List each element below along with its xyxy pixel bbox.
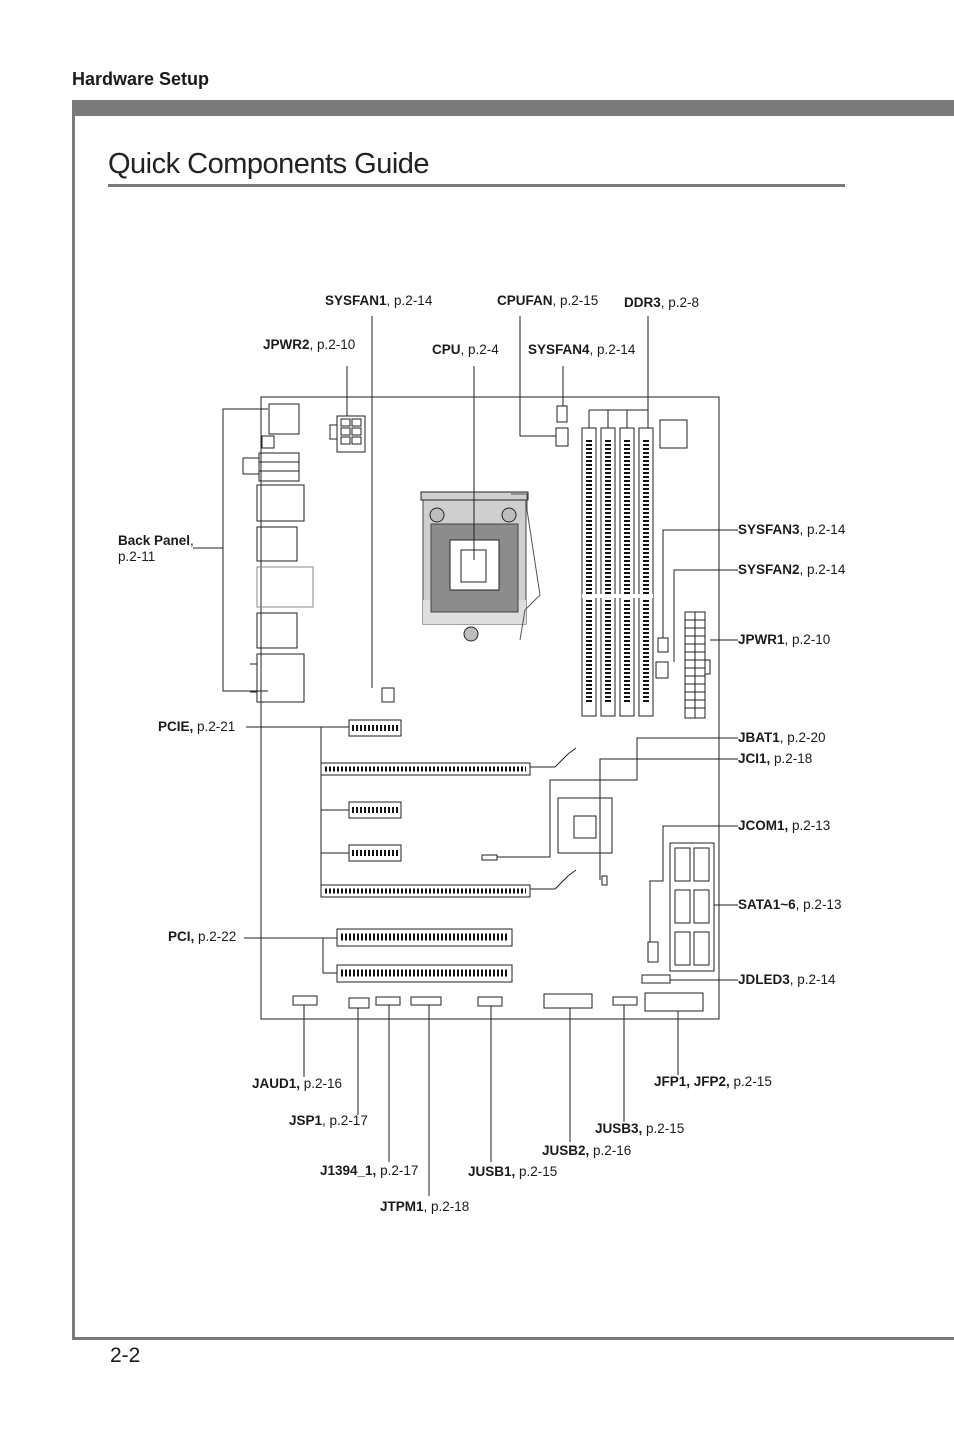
sata-ports xyxy=(669,842,715,972)
cpufan-connector xyxy=(555,427,569,447)
jusb2-header xyxy=(543,993,593,1009)
left-rule xyxy=(72,100,75,1340)
board-outline xyxy=(260,396,720,1020)
jtpm1-header xyxy=(410,996,442,1006)
label-pcie: PCIE, p.2-21 xyxy=(158,719,236,734)
sysfan1-connector xyxy=(381,687,395,703)
jci1-jumper xyxy=(601,875,608,886)
jaud1-header xyxy=(292,995,318,1006)
label-jcom1: JCOM1, p.2-13 xyxy=(738,818,831,833)
bottom-rule xyxy=(72,1337,954,1340)
label-jpwr1: JPWR1, p.2-10 xyxy=(738,632,831,647)
jpwr1-connector xyxy=(684,611,711,719)
j1394-header xyxy=(375,996,401,1006)
label-jfp: JFP1, JFP2, p.2-15 xyxy=(654,1074,772,1089)
label-jci1: JCI1, p.2-18 xyxy=(738,751,813,766)
label-jpwr2: JPWR2, p.2-10 xyxy=(263,337,356,352)
io-chip xyxy=(659,419,688,449)
label-jbat1: JBAT1, p.2-20 xyxy=(738,730,826,745)
label-back-panel: Back Panel,p.2-11 xyxy=(118,533,194,564)
label-jdled3: JDLED3, p.2-14 xyxy=(738,972,836,987)
label-cpufan: CPUFAN, p.2-15 xyxy=(497,293,599,308)
jsp1-connector xyxy=(348,997,370,1009)
jusb1-header xyxy=(477,996,503,1007)
label-sysfan4: SYSFAN4, p.2-14 xyxy=(528,342,636,357)
label-jtpm1: JTPM1, p.2-18 xyxy=(380,1199,470,1214)
back-panel-connectors xyxy=(242,403,314,703)
sysfan3-connector xyxy=(657,637,669,653)
jusb3-header xyxy=(612,996,638,1006)
page-number: 2-2 xyxy=(110,1344,141,1367)
chipset xyxy=(557,797,613,854)
label-jsp1: JSP1, p.2-17 xyxy=(289,1113,368,1128)
jbat1-jumper xyxy=(481,854,498,861)
jpwr2-connector xyxy=(329,415,366,453)
ddr3-slots xyxy=(581,427,654,717)
label-jusb2: JUSB2, p.2-16 xyxy=(542,1143,632,1158)
label-ddr3: DDR3, p.2-8 xyxy=(624,295,700,310)
label-sysfan3: SYSFAN3, p.2-14 xyxy=(738,522,846,537)
jdled3-header xyxy=(641,974,671,984)
cpu-socket xyxy=(420,491,541,642)
label-jaud1: JAUD1, p.2-16 xyxy=(252,1076,343,1091)
leader-lines xyxy=(193,316,738,1196)
label-sysfan2: SYSFAN2, p.2-14 xyxy=(738,562,846,577)
jcom1-header xyxy=(647,941,659,963)
jfp-header xyxy=(644,992,704,1012)
label-sysfan1: SYSFAN1, p.2-14 xyxy=(325,293,433,308)
header-bar xyxy=(72,100,954,116)
label-pci: PCI, p.2-22 xyxy=(168,929,237,944)
page-title: Quick Components Guide xyxy=(108,148,430,180)
section-header: Hardware Setup xyxy=(72,69,210,89)
label-jusb3: JUSB3, p.2-15 xyxy=(595,1121,685,1136)
label-j1394: J1394_1, p.2-17 xyxy=(320,1163,419,1178)
title-rule xyxy=(108,184,845,187)
label-cpu: CPU, p.2-4 xyxy=(432,342,499,357)
pcie-x16-slots xyxy=(320,747,577,898)
sysfan4-connector xyxy=(556,405,568,423)
sysfan2-connector xyxy=(655,661,669,679)
label-sata: SATA1~6, p.2-13 xyxy=(738,897,842,912)
pci-slots xyxy=(336,928,513,983)
label-jusb1: JUSB1, p.2-15 xyxy=(468,1164,558,1179)
pcie-x1-slots xyxy=(348,719,402,862)
